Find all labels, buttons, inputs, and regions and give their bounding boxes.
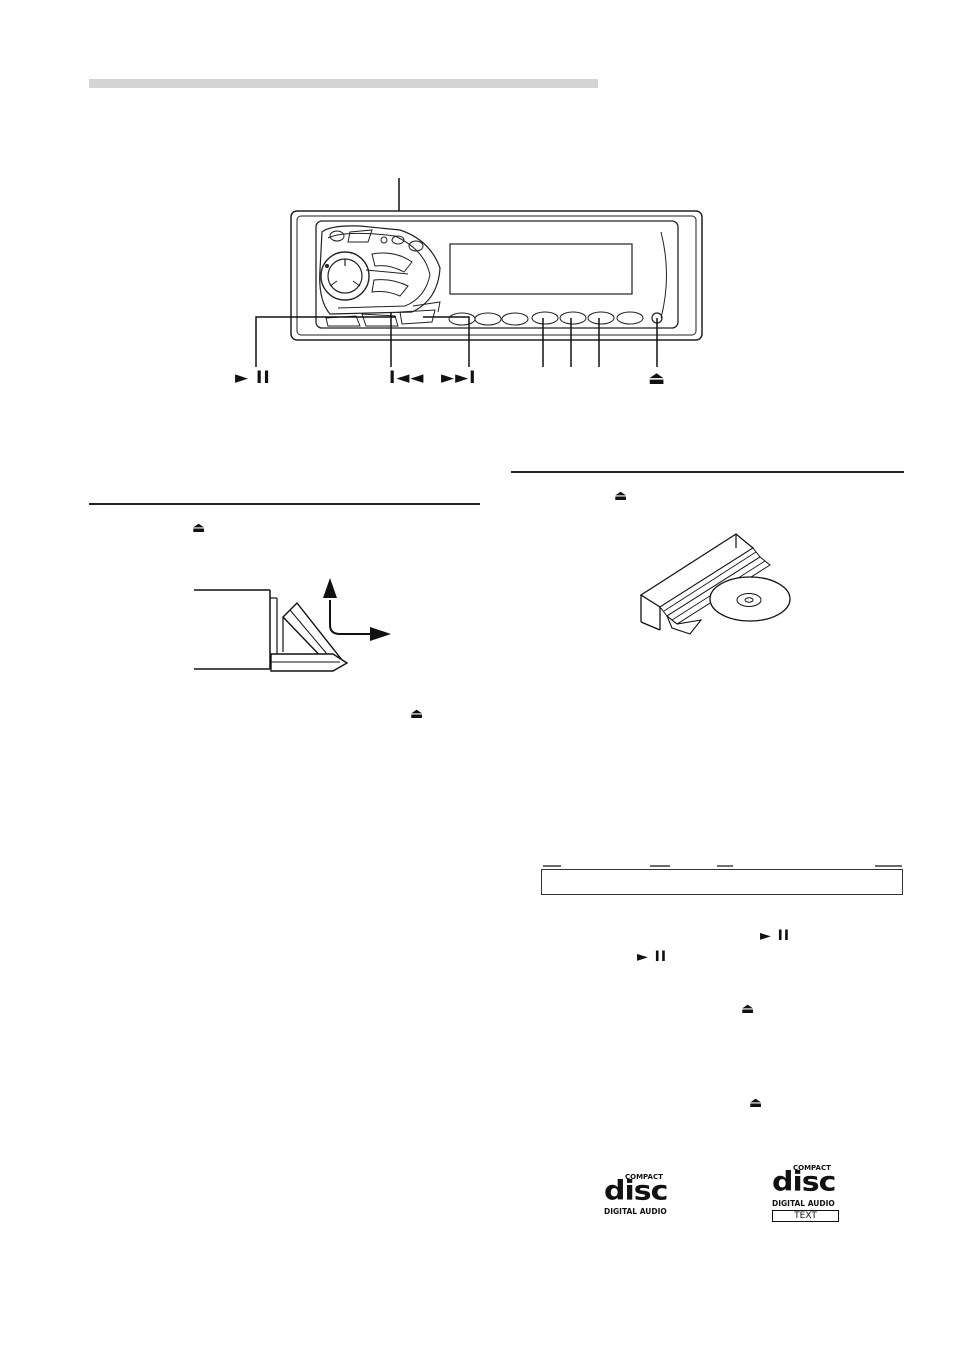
disc-insert-illustration [639,533,791,635]
left-section-rule [89,503,480,505]
compact-disc-text-logo: COMPACT disc DIGITAL AUDIO TEXT [771,1165,843,1225]
head-unit-illustration [255,178,703,367]
logo-text-disc-word: disc [772,1166,836,1198]
logo-disc-word: disc [604,1175,668,1207]
logo-text-compact-text: COMPACT [793,1164,831,1172]
left-eject-symbol: ⏏ [192,520,207,536]
left-eject-symbol-2: ⏏ [410,706,425,722]
play-pause-label: ► II [235,368,271,388]
right-section-rule [511,471,904,473]
front-panel-open-illustration [194,578,391,672]
play-pause-symbol-b: ► II [637,949,668,965]
previous-track-label: I◄◄ [389,368,425,388]
logo-compact-text: COMPACT [625,1173,663,1181]
logo-text-digital-audio-text: DIGITAL AUDIO [772,1199,835,1208]
play-pause-symbol-a: ► II [760,928,791,944]
section-header-bar [89,79,598,88]
eject-symbol-a: ⏏ [741,1001,756,1017]
right-eject-symbol: ⏏ [614,488,629,504]
compact-disc-digital-audio-logo: COMPACT disc DIGITAL AUDIO [604,1174,674,1218]
eject-label: ⏏ [648,368,667,389]
eject-symbol-b: ⏏ [749,1095,764,1111]
next-track-label: ►►I [441,368,477,388]
display-indicator-marks [543,865,902,867]
logo-text-badge: TEXT [772,1210,839,1222]
logo-digital-audio-text: DIGITAL AUDIO [604,1207,667,1216]
display-indicator-frame [541,869,903,895]
